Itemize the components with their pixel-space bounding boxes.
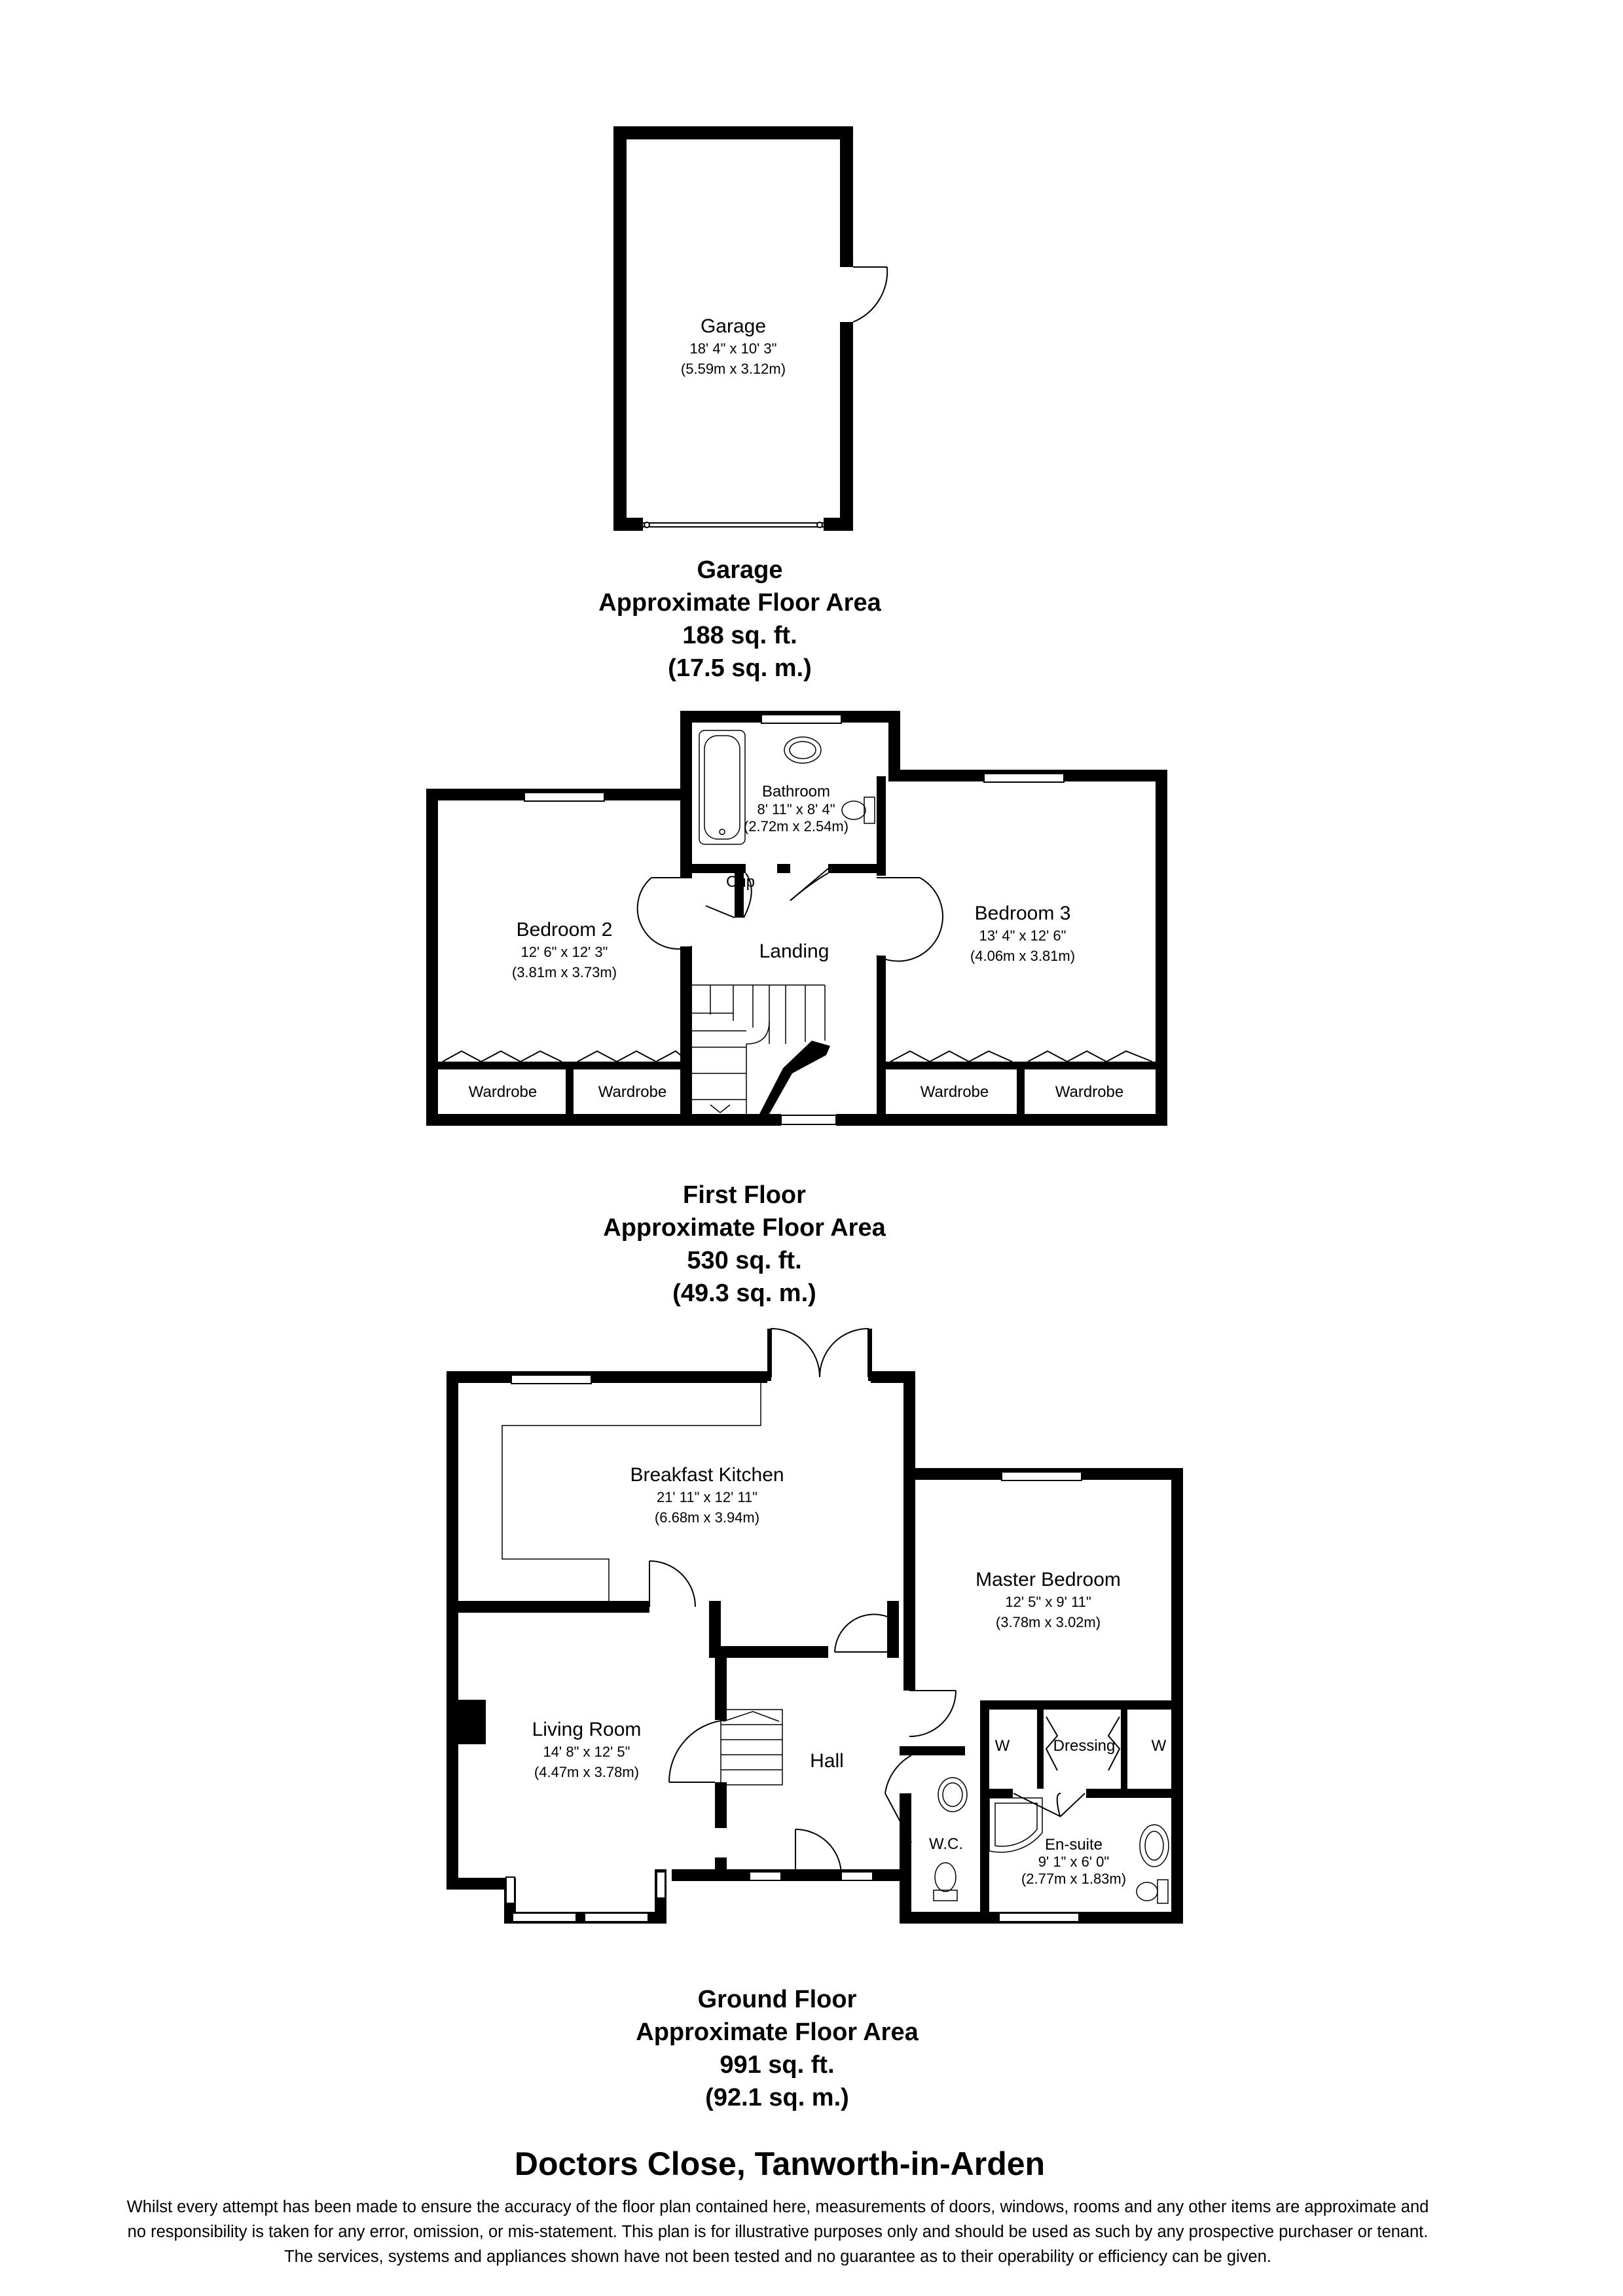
wc-label: W.C.	[929, 1835, 963, 1853]
first-floor-plan	[426, 711, 1167, 1126]
room-breakfast-kitchen: Breakfast Kitchen 21' 11" x 12' 11" (6.6…	[630, 1464, 784, 1526]
room-dimensions-imperial: 12' 6" x 12' 3"	[521, 944, 608, 960]
room-dimensions-imperial: 21' 11" x 12' 11"	[657, 1489, 757, 1505]
room-name: Bathroom	[762, 783, 830, 800]
room-dimensions-metric: (3.78m x 3.02m)	[996, 1614, 1101, 1630]
room-dimensions-imperial: 18' 4" x 10' 3"	[690, 340, 777, 357]
room-dimensions-imperial: 12' 5" x 9' 11"	[1005, 1594, 1091, 1610]
room-dimensions-metric: (6.68m x 3.94m)	[655, 1509, 759, 1526]
room-name: Breakfast Kitchen	[630, 1464, 784, 1486]
room-name: Master Bedroom	[976, 1569, 1121, 1590]
area-label: Approximate Floor Area	[598, 589, 881, 617]
landing-label: Landing	[759, 941, 830, 962]
area-label: Approximate Floor Area	[636, 2018, 919, 2046]
area-sqft: 188 sq. ft.	[682, 622, 797, 649]
first-floor-area: First Floor Approximate Floor Area 530 s…	[603, 1181, 886, 1307]
room-dimensions-metric: (2.72m x 2.54m)	[744, 818, 848, 834]
room-bathroom: Bathroom 8' 11" x 8' 4" (2.72m x 2.54m)	[744, 783, 848, 834]
room-en-suite: En-suite 9' 1" x 6' 0" (2.77m x 1.83m)	[1021, 1836, 1126, 1887]
area-sqm: (17.5 sq. m.)	[668, 655, 812, 682]
disclaimer-line: The services, systems and appliances sho…	[284, 2248, 1271, 2266]
area-sqm: (92.1 sq. m.)	[705, 2084, 849, 2111]
disclaimer-line: Whilst every attempt has been made to en…	[127, 2198, 1429, 2216]
room-bedroom-3: Bedroom 3 13' 4" x 12' 6" (4.06m x 3.81m…	[970, 903, 1075, 964]
room-dimensions-imperial: 8' 11" x 8' 4"	[757, 801, 835, 817]
room-bedroom-2: Bedroom 2 12' 6" x 12' 3" (3.81m x 3.73m…	[512, 919, 617, 980]
room-name: Bedroom 3	[975, 903, 1071, 924]
hall-label: Hall	[810, 1750, 844, 1772]
wardrobe-w-label: W	[995, 1737, 1010, 1755]
wardrobe-label: Wardrobe	[921, 1083, 989, 1101]
floor-name: Ground Floor	[698, 1986, 857, 2013]
room-name: Living Room	[532, 1719, 642, 1740]
room-name: Bedroom 2	[517, 919, 613, 941]
ground-floor-area: Ground Floor Approximate Floor Area 991 …	[636, 1986, 919, 2111]
room-name: Garage	[701, 315, 766, 337]
property-title: Doctors Close, Tanworth-in-Arden	[515, 2145, 1045, 2182]
stairs-icon	[720, 1709, 783, 1785]
dressing-label: Dressing	[1053, 1737, 1116, 1755]
room-name: En-suite	[1045, 1836, 1103, 1854]
area-label: Approximate Floor Area	[603, 1214, 886, 1242]
wardrobe-label: Wardrobe	[469, 1083, 537, 1101]
floor-name: First Floor	[683, 1181, 806, 1209]
area-sqft: 530 sq. ft.	[687, 1247, 801, 1274]
room-dimensions-metric: (4.06m x 3.81m)	[970, 948, 1075, 964]
garage-plan	[613, 126, 888, 531]
wardrobe-label: Wardrobe	[598, 1083, 666, 1101]
wardrobe-w-label: W	[1152, 1737, 1167, 1755]
cupboard-label: Cup	[726, 873, 755, 891]
room-dimensions-imperial: 13' 4" x 12' 6"	[979, 927, 1067, 944]
garage-floor-area: Garage Approximate Floor Area 188 sq. ft…	[598, 556, 881, 682]
stairs-icon	[692, 984, 830, 1114]
room-dimensions-imperial: 9' 1" x 6' 0"	[1038, 1854, 1109, 1870]
room-master-bedroom: Master Bedroom 12' 5" x 9' 11" (3.78m x …	[976, 1569, 1121, 1630]
room-garage: Garage 18' 4" x 10' 3" (5.59m x 3.12m)	[681, 315, 786, 377]
room-dimensions-imperial: 14' 8" x 12' 5"	[543, 1744, 630, 1760]
disclaimer-line: no responsibility is taken for any error…	[128, 2223, 1429, 2241]
room-dimensions-metric: (3.81m x 3.73m)	[512, 964, 617, 980]
room-dimensions-metric: (2.77m x 1.83m)	[1021, 1871, 1126, 1887]
area-sqm: (49.3 sq. m.)	[672, 1280, 816, 1307]
room-living-room: Living Room 14' 8" x 12' 5" (4.47m x 3.7…	[532, 1719, 642, 1780]
room-dimensions-metric: (4.47m x 3.78m)	[534, 1764, 639, 1780]
wardrobe-label: Wardrobe	[1055, 1083, 1123, 1101]
floor-name: Garage	[697, 556, 783, 584]
room-dimensions-metric: (5.59m x 3.12m)	[681, 361, 786, 377]
ground-floor-plan	[447, 1327, 1183, 1924]
area-sqft: 991 sq. ft.	[720, 2051, 834, 2079]
